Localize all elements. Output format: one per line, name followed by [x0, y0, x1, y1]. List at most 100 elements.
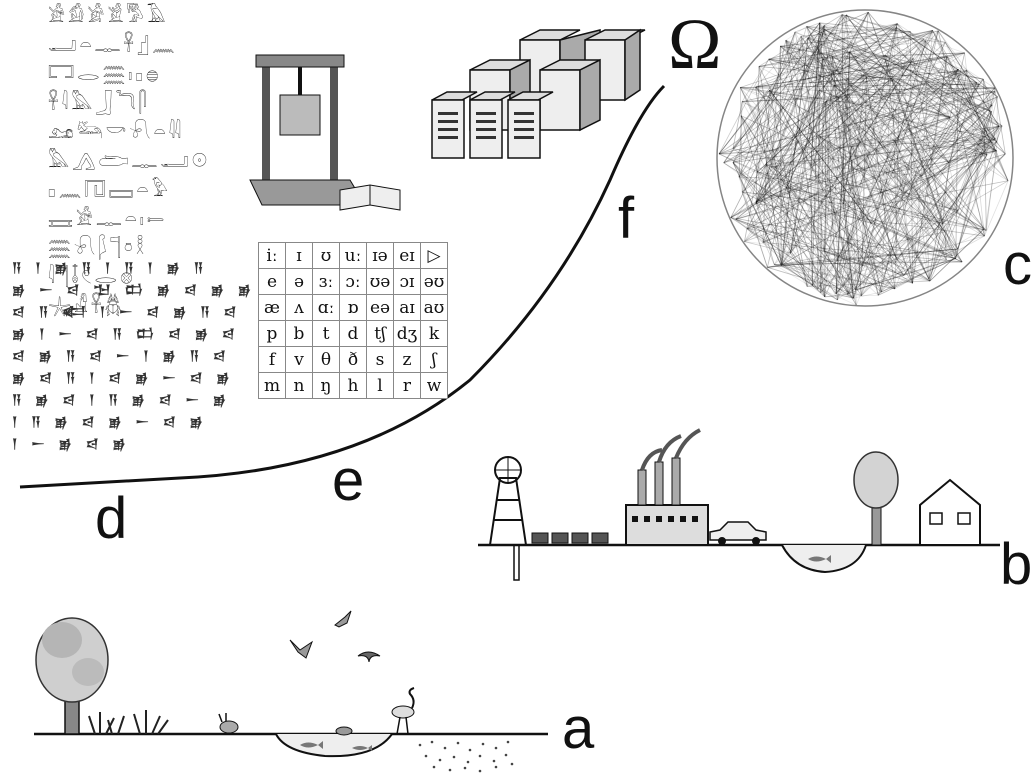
network-edge — [732, 162, 826, 298]
network-edge — [818, 90, 851, 118]
network-edge — [957, 111, 992, 211]
network-edge — [957, 150, 997, 250]
network-edge — [833, 78, 891, 87]
network-edge — [849, 117, 957, 259]
network-edge — [819, 136, 928, 197]
network-edge — [755, 58, 914, 203]
network-edge — [781, 36, 802, 265]
network-edge — [823, 85, 835, 252]
network-edge — [781, 248, 958, 265]
network-edge — [732, 12, 869, 163]
mine-tower-icon — [489, 456, 527, 581]
network-edge — [765, 164, 779, 179]
network-edge — [810, 22, 821, 166]
network-edge — [790, 25, 825, 254]
network-edge — [718, 89, 770, 155]
network-edge — [767, 266, 862, 297]
network-edge — [982, 79, 996, 139]
network-edge — [738, 176, 768, 268]
network-edge — [730, 217, 896, 290]
network-edge — [757, 171, 779, 179]
network-edge — [892, 172, 953, 257]
network-edge — [809, 82, 980, 85]
network-edge — [837, 153, 1006, 301]
network-edge — [820, 257, 839, 293]
hieroglyph-row: 𓇋𓊹𓄤𓏲𓂋𓊖 — [48, 266, 136, 288]
ipa-symbol: ɔː — [339, 268, 367, 295]
nature-scene — [34, 610, 548, 773]
network-edge — [741, 191, 768, 268]
network-edge — [732, 162, 837, 295]
network-edge — [755, 86, 905, 276]
network-edge — [923, 38, 965, 54]
network-edge — [944, 232, 947, 260]
network-edge — [723, 89, 770, 163]
network-edge — [906, 197, 931, 282]
network-edge — [838, 110, 930, 280]
network-edge — [810, 165, 826, 297]
network-edge — [781, 38, 809, 265]
network-edge — [892, 80, 898, 260]
network-edge — [755, 201, 819, 290]
network-edge — [881, 235, 985, 293]
network-edge — [841, 14, 925, 40]
network-edge — [780, 45, 984, 80]
ipa-symbol: b — [285, 320, 313, 347]
industrial-scene — [478, 428, 1000, 581]
network-edge — [909, 31, 951, 118]
network-edge — [758, 66, 895, 142]
network-edge — [892, 172, 963, 263]
network-edge — [738, 101, 743, 178]
network-edge — [851, 146, 963, 263]
growth-curve — [19, 84, 666, 489]
network-edge — [785, 40, 946, 233]
network-edge — [740, 115, 826, 298]
network-edge — [755, 70, 967, 88]
network-edge — [780, 45, 943, 224]
ipa-symbol: z — [393, 346, 421, 373]
network-edge — [718, 27, 897, 155]
network-edge — [756, 38, 809, 173]
network-edge — [832, 56, 867, 78]
network-edge — [758, 56, 833, 67]
cuneiform-row: 𒁹 𒀀 𒂊 𒁀 𒂊 𒀸 𒁀 𒂊 — [12, 415, 206, 430]
network-edge — [942, 210, 959, 224]
network-edge — [755, 56, 948, 88]
network-edge — [774, 264, 930, 282]
network-edge — [762, 197, 908, 243]
network-edge — [740, 115, 987, 231]
network-edge — [847, 30, 933, 295]
network-edge — [744, 171, 758, 242]
network-edge — [723, 68, 959, 164]
network-edge — [747, 228, 838, 301]
network-edge — [755, 96, 998, 204]
network-edge — [764, 167, 772, 192]
network-edge — [810, 165, 844, 205]
network-edge — [946, 56, 997, 151]
network-edge — [764, 191, 857, 291]
network-edge — [811, 78, 984, 286]
omega-label: Ω — [668, 4, 722, 84]
network-edge — [846, 14, 857, 306]
network-edge — [855, 69, 959, 306]
tree-icon — [35, 617, 109, 735]
network-edge — [816, 46, 898, 260]
network-edge — [762, 175, 922, 243]
network-edge — [994, 87, 1006, 155]
factory-icon — [625, 428, 709, 546]
network-edge — [742, 52, 965, 102]
ipa-symbol: e — [258, 268, 286, 295]
network-edge — [929, 228, 985, 282]
network-edge — [816, 46, 931, 282]
ipa-symbol: eə — [366, 294, 394, 321]
ipa-symbol: m — [258, 372, 286, 399]
network-edge — [837, 257, 879, 296]
network-edge — [833, 78, 891, 87]
network-edge — [849, 116, 985, 237]
network-edge — [777, 52, 965, 179]
ipa-symbol: aɪ — [393, 294, 421, 321]
network-edge — [857, 150, 997, 170]
network-edge — [740, 115, 985, 230]
network-edge — [823, 23, 898, 252]
